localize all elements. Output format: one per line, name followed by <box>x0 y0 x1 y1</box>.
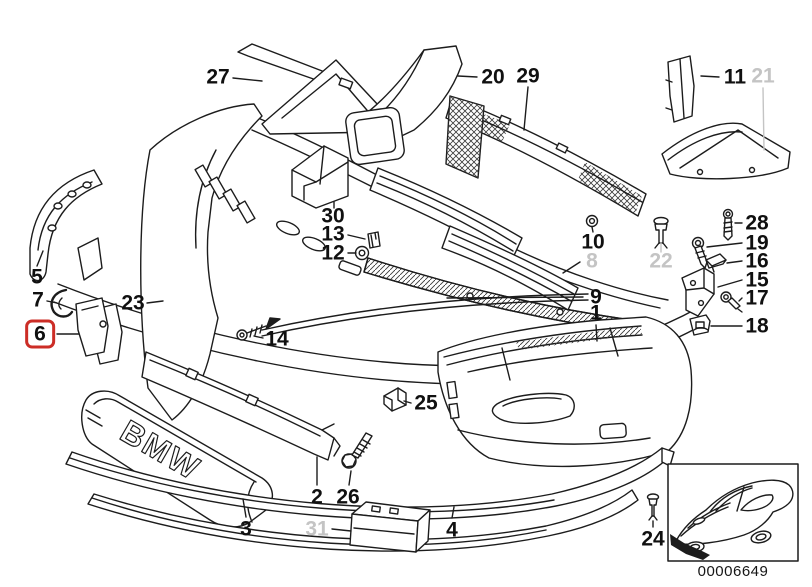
leader-lines <box>36 75 765 532</box>
part-25-clip <box>383 387 407 412</box>
callout-1[interactable]: 1 <box>590 301 602 325</box>
callout-8[interactable]: 8 <box>586 249 598 273</box>
part-28-screw <box>722 208 734 241</box>
callout-10[interactable]: 10 <box>581 230 605 254</box>
callout-18[interactable]: 18 <box>745 314 769 338</box>
part-4-spoiler-strips <box>65 447 675 552</box>
callout-23[interactable]: 23 <box>121 291 145 315</box>
part-19-screw <box>691 236 708 269</box>
callout-9[interactable]: 9 <box>590 285 602 309</box>
part-6-cover-plate <box>75 297 123 365</box>
callout-22[interactable]: 22 <box>649 249 673 273</box>
part-31-fog-lamp-cover <box>349 501 431 553</box>
part-17-screw <box>720 291 743 313</box>
part-13-clip <box>367 231 381 249</box>
callout-16[interactable]: 16 <box>745 249 769 273</box>
callout-26[interactable]: 26 <box>336 485 360 509</box>
part-9-gasket-strip <box>261 293 589 337</box>
callout-17[interactable]: 17 <box>745 286 769 310</box>
part-30-support-block <box>291 145 349 209</box>
callout-19[interactable]: 19 <box>745 231 769 255</box>
part-24-rivet <box>646 493 660 521</box>
callout-3[interactable]: 3 <box>240 517 252 541</box>
callout-27[interactable]: 27 <box>206 65 230 89</box>
part-12-grommet <box>354 245 370 261</box>
car-thumbnail <box>667 463 799 562</box>
part-20-air-duct <box>345 45 463 166</box>
callout-24[interactable]: 24 <box>641 527 665 551</box>
callout-2[interactable]: 2 <box>311 485 323 509</box>
part-15-bracket <box>681 267 715 317</box>
callout-29[interactable]: 29 <box>516 64 540 88</box>
callout-5[interactable]: 5 <box>31 265 43 289</box>
callout-6[interactable]: 6 <box>25 319 55 349</box>
callout-28[interactable]: 28 <box>745 211 769 235</box>
part-14-screw <box>236 317 281 341</box>
part-5-corner-moulding <box>29 169 103 282</box>
part-2-support-strip <box>141 351 341 461</box>
part-21-corner-piece <box>661 122 791 180</box>
part-23-bumper-carrier <box>140 103 362 421</box>
part-10-nut <box>585 214 599 228</box>
part-7-clip <box>50 288 74 318</box>
part-26-bolt <box>341 432 373 469</box>
callout-13[interactable]: 13 <box>321 222 345 246</box>
callout-30[interactable]: 30 <box>321 204 345 228</box>
part-11-bracket <box>665 55 695 123</box>
part-8-grille-mesh <box>445 95 485 179</box>
callout-20[interactable]: 20 <box>481 65 505 89</box>
callout-12[interactable]: 12 <box>321 241 345 265</box>
part-8-grille <box>369 167 579 311</box>
callout-11[interactable]: 11 <box>723 65 747 89</box>
part-22-expansion-rivet <box>653 216 669 249</box>
document-number: 00006649 <box>697 563 769 580</box>
part-18-clip-nut <box>689 314 711 336</box>
part-16-clip <box>705 253 727 273</box>
callout-14[interactable]: 14 <box>265 327 289 351</box>
callout-21[interactable]: 21 <box>751 64 775 88</box>
callout-7[interactable]: 7 <box>32 288 44 312</box>
callout-15[interactable]: 15 <box>745 268 769 292</box>
part-1-bumper-cover <box>437 316 693 468</box>
callout-25[interactable]: 25 <box>414 391 438 415</box>
callout-4[interactable]: 4 <box>446 518 458 542</box>
callout-31[interactable]: 31 <box>305 517 329 541</box>
